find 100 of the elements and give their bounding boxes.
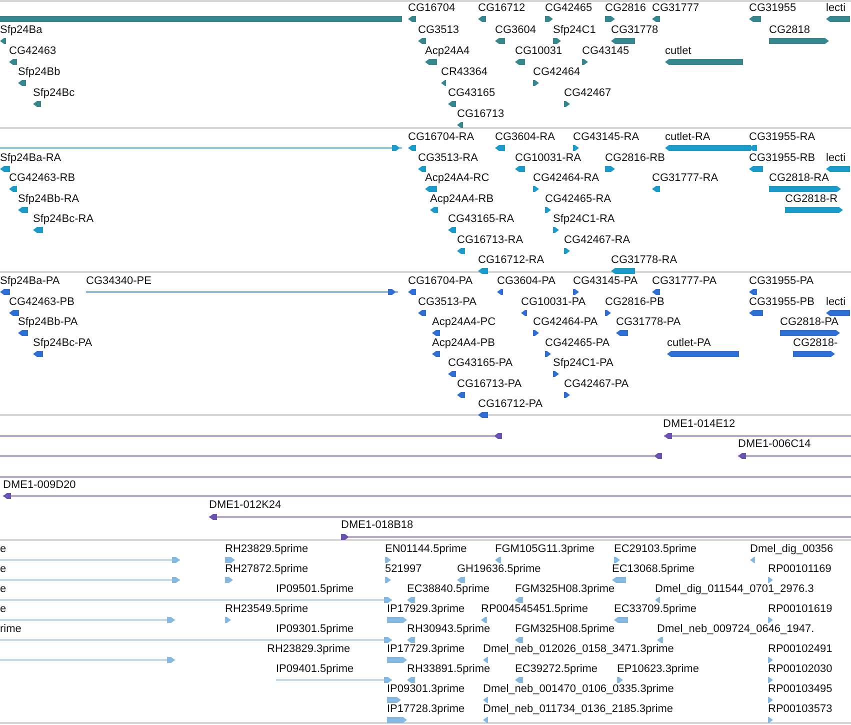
feature-label: Dmel_dig_011544_0701_2976.3 bbox=[655, 583, 814, 595]
feature-label: CG42464-RA bbox=[533, 172, 600, 184]
feature-label: e bbox=[0, 563, 6, 575]
feature-label: CG42463 bbox=[9, 45, 56, 57]
feature-label: IP09301.5prime bbox=[276, 623, 354, 635]
feature-label: CG42464-PA bbox=[533, 316, 598, 328]
feature-label: Acp24A4-PB bbox=[432, 337, 495, 349]
feature-label: 521997 bbox=[385, 563, 422, 575]
feature-label: RP00101619 bbox=[768, 603, 832, 615]
feature-label: CG43165 bbox=[448, 87, 496, 99]
feature-label: CG10031-PA bbox=[521, 296, 586, 308]
feature-label: e bbox=[0, 543, 6, 555]
feature-label: Acp24A4 bbox=[425, 45, 470, 57]
feature-label: CG2818-R bbox=[785, 193, 838, 205]
feature-label: Dmel_neb_012026_0158_3471.3prime bbox=[483, 643, 674, 655]
feature-label: Sfp24Bb bbox=[18, 66, 60, 78]
feature-label: CG42465-RA bbox=[545, 193, 612, 205]
feature-label: Dmel_neb_009724_0646_1947. bbox=[657, 623, 814, 635]
feature-label: DME1-009D20 bbox=[3, 479, 76, 491]
feature-label: CG3513-PA bbox=[418, 296, 476, 308]
feature-label: Sfp24Ba-PA bbox=[0, 275, 60, 287]
feature-label: CG42465-PA bbox=[545, 337, 610, 349]
feature-label: CG31778-PA bbox=[616, 316, 681, 328]
feature-label: CG42465 bbox=[545, 2, 592, 14]
feature-label: CG3604-PA bbox=[497, 275, 556, 287]
feature-label: CG43165-PA bbox=[448, 357, 513, 369]
feature-label: CG2818-RA bbox=[769, 172, 829, 184]
feature-label: CG43165-RA bbox=[448, 213, 514, 225]
feature-label: RP004545451.5prime bbox=[481, 603, 588, 615]
feature-label: Sfp24C1-PA bbox=[553, 357, 614, 369]
feature-label: EC39272.5prime bbox=[515, 663, 598, 675]
feature-label: CG42463-RB bbox=[9, 172, 76, 184]
feature-label: RP00101169 bbox=[768, 563, 832, 575]
feature-label: RH30943.5prime bbox=[407, 623, 490, 635]
feature-label: CG2816-PB bbox=[605, 296, 664, 308]
feature-label: Sfp24Bb-PA bbox=[18, 316, 78, 328]
feature-label: CG2816 bbox=[605, 2, 646, 14]
feature-label: CG43145 bbox=[582, 45, 630, 57]
feature-label: RH23829.5prime bbox=[225, 543, 308, 555]
feature-label: lecti bbox=[826, 152, 846, 164]
feature-label: RP00103495 bbox=[768, 683, 832, 695]
feature-label: CG16712-RA bbox=[478, 254, 544, 266]
feature-label: RP00103573 bbox=[768, 703, 832, 715]
feature-label: CG3604-RA bbox=[495, 131, 555, 143]
feature-label: CG3604 bbox=[495, 24, 536, 36]
feature-label: Dmel_dig_00356 bbox=[750, 543, 834, 555]
feature-label: CG42464 bbox=[533, 66, 580, 78]
feature-label: cutlet-PA bbox=[667, 337, 711, 349]
feature-label: CG3513 bbox=[418, 24, 459, 36]
feature-label: CG3513-RA bbox=[418, 152, 478, 164]
feature-label: DME1-006C14 bbox=[738, 438, 811, 450]
feature-label: cutlet-RA bbox=[665, 131, 710, 143]
feature-label: DME1-014E12 bbox=[663, 418, 736, 430]
feature-label: IP17728.3prime bbox=[387, 703, 465, 715]
feature-label: CG31777 bbox=[652, 2, 700, 14]
feature-label: CG2818-PA bbox=[780, 316, 838, 328]
feature-label: IP09401.5prime bbox=[276, 663, 354, 675]
feature-label: CG2818 bbox=[769, 24, 810, 36]
feature-label: CG34340-PE bbox=[86, 275, 152, 287]
feature-label: CG16704 bbox=[408, 2, 456, 14]
feature-label: GH19636.5prime bbox=[457, 563, 541, 575]
feature-label: CG16704-RA bbox=[408, 131, 474, 143]
feature-label: IP09301.3prime bbox=[387, 683, 465, 695]
feature-label: CG31777-RA bbox=[652, 172, 718, 184]
feature-label: Acp24A4-PC bbox=[432, 316, 496, 328]
feature-label: CG43145-PA bbox=[573, 275, 638, 287]
feature-label: CG43145-RA bbox=[573, 131, 640, 143]
feature-label: DME1-018B18 bbox=[341, 519, 414, 531]
feature-label: cutlet bbox=[665, 45, 692, 57]
feature-label: RH23829.3prime bbox=[267, 643, 350, 655]
feature-label: CG16712-PA bbox=[478, 398, 543, 410]
feature-label: CG42463-PB bbox=[9, 296, 74, 308]
feature-label: RH33891.5prime bbox=[407, 663, 490, 675]
feature-label: Acp24A4-RC bbox=[425, 172, 490, 184]
feature-label: Acp24A4-RB bbox=[430, 193, 494, 205]
feature-label: Sfp24Bc-PA bbox=[33, 337, 92, 349]
feature-label: CG10031 bbox=[515, 45, 562, 57]
feature-label: CG31778 bbox=[611, 24, 658, 36]
feature-label: IP09501.5prime bbox=[276, 583, 354, 595]
feature-label: CG31955-RA bbox=[749, 131, 816, 143]
feature-label: CG31955-PA bbox=[749, 275, 814, 287]
feature-label: CG31955-RB bbox=[749, 152, 816, 164]
feature-label: e bbox=[0, 603, 6, 615]
feature-label: CG16713 bbox=[457, 108, 504, 120]
feature-label: RP00102491 bbox=[768, 643, 832, 655]
feature-label: lecti bbox=[826, 2, 846, 14]
feature-label: EP10623.3prime bbox=[617, 663, 699, 675]
feature-label: RH27872.5prime bbox=[225, 563, 308, 575]
feature-label: DME1-012K24 bbox=[209, 499, 282, 511]
feature-label: Sfp24Bc-RA bbox=[33, 213, 94, 225]
feature-label: RP00102030 bbox=[768, 663, 832, 675]
feature-label: Sfp24C1 bbox=[553, 24, 596, 36]
feature-label: CG42467-PA bbox=[564, 378, 629, 390]
feature-label: CR43364 bbox=[441, 66, 488, 78]
feature-label: CG42467-RA bbox=[564, 234, 630, 246]
feature-label: CG31778-RA bbox=[611, 254, 678, 266]
feature-label: e bbox=[0, 583, 6, 595]
feature-label: Sfp24Ba-RA bbox=[0, 152, 62, 164]
feature-label: lecti bbox=[826, 296, 846, 308]
feature-label: RH23549.5prime bbox=[225, 603, 308, 615]
